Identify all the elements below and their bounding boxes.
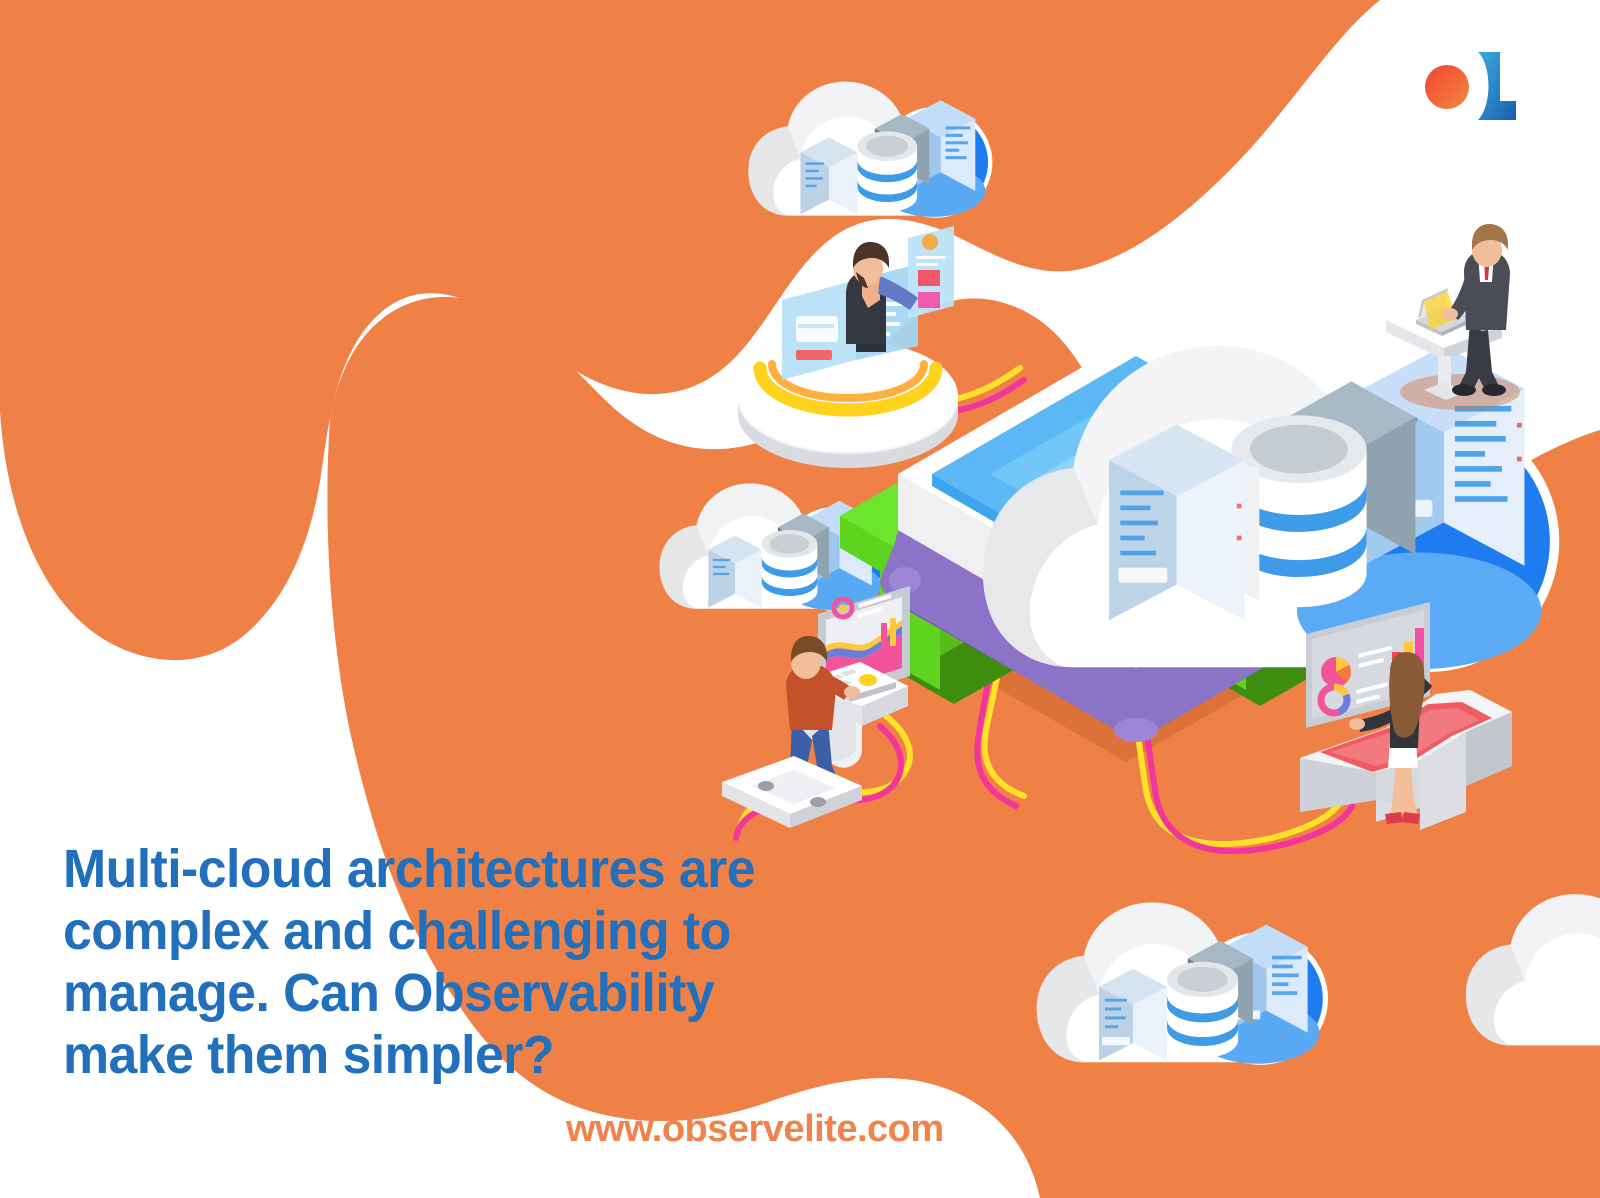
website-url[interactable]: www.observelite.com [566, 1108, 944, 1150]
headline-line-2: complex and challenging to [63, 901, 731, 961]
observelite-logo-icon[interactable] [1418, 44, 1528, 128]
headline-line-4: make them simpler? [63, 1025, 555, 1085]
headline-line-1: Multi-cloud architectures are [63, 839, 756, 899]
page-title: Multi-cloud architectures are complex an… [63, 838, 943, 1086]
headline-line-3: manage. Can Observability [63, 963, 715, 1023]
